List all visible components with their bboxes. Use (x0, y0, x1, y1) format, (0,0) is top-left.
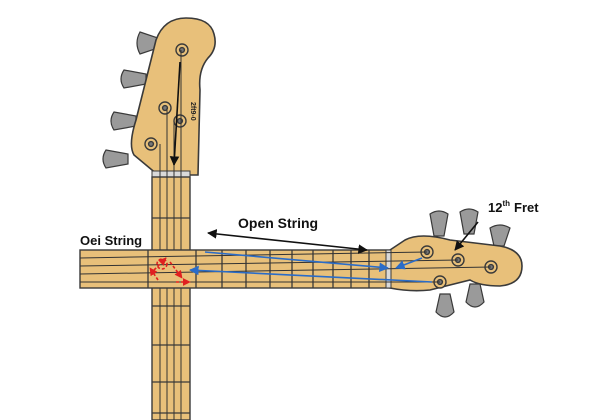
tuner-key-top-1-icon (429, 210, 449, 237)
blue-arrow-top (204, 251, 389, 273)
horizontal-strings (79, 251, 492, 283)
twelfth-fret-arrow (454, 221, 479, 251)
left-string-label: Oei String (80, 233, 142, 248)
vertical-neck: 2ft9-0 (102, 17, 216, 420)
headstock-logo: 2ft9-0 (189, 102, 196, 121)
horizontal-tuner-posts (420, 245, 498, 289)
vertical-headstock (130, 17, 216, 176)
open-string-label: Open String (238, 215, 318, 231)
tuner-key-bottom-2-icon (465, 283, 485, 308)
red-arrow-3 (149, 267, 159, 281)
tuner-key-top-2-icon (459, 208, 479, 235)
headstock-down-arrow (169, 61, 181, 166)
horizontal-tuner-keys (429, 208, 511, 318)
blue-arrow-back (189, 265, 433, 283)
vertical-fretboard (151, 176, 191, 420)
blue-arrow-from-post (395, 257, 423, 270)
vertical-tuner-keys (102, 31, 159, 169)
twelfth-fret-word: Fret (514, 200, 539, 215)
twelfth-fret-number: 12 (488, 200, 502, 215)
twelfth-fret-label: 12th Fret (488, 199, 539, 215)
open-string-arrow (207, 229, 368, 254)
tuner-key-bottom-1-icon (435, 293, 455, 318)
red-arrow-2 (169, 261, 183, 279)
twelfth-fret-suffix: th (502, 199, 510, 208)
vertical-nut (151, 170, 191, 178)
blue-arrows (189, 251, 433, 283)
red-markers (149, 257, 191, 286)
tuner-key-top-3-icon (489, 224, 511, 247)
tuner-key-2-icon (120, 69, 147, 89)
tuner-key-4-icon (102, 149, 129, 169)
tuner-key-3-icon (110, 111, 137, 131)
